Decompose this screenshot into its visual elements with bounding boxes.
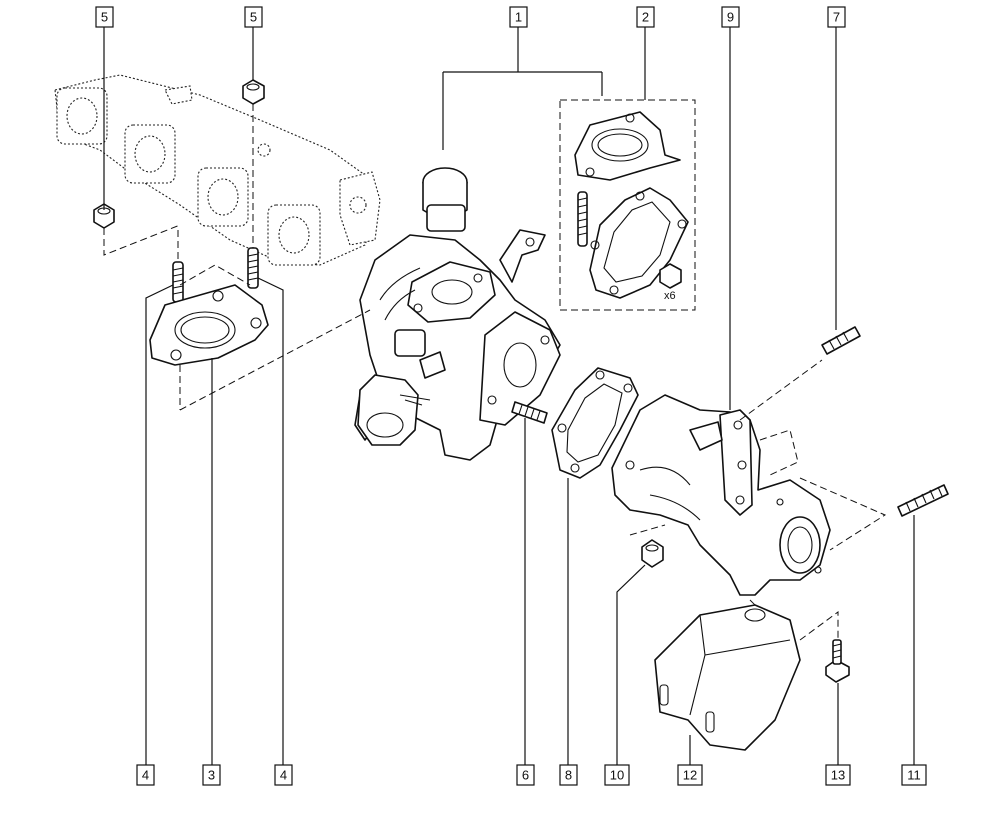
turbo-stud	[511, 401, 548, 424]
callout-8: 8	[559, 764, 578, 786]
callout-9: 9	[721, 6, 740, 28]
callout-label: 1	[515, 10, 522, 25]
heat-shield-bolt	[825, 639, 850, 683]
gasket-kit: x6	[559, 99, 696, 311]
callout-5-a: 5	[95, 6, 114, 28]
callout-1: 1	[509, 6, 528, 28]
callout-12: 12	[677, 764, 703, 786]
callout-label: 12	[683, 768, 697, 783]
exhaust-elbow	[611, 394, 831, 596]
exhaust-manifold	[54, 74, 381, 266]
callout-4-b: 4	[274, 764, 293, 786]
callout-label: 5	[250, 10, 257, 25]
nut-top	[242, 79, 265, 105]
callout-3: 3	[202, 764, 221, 786]
callout-label: 9	[727, 10, 734, 25]
callout-label: 5	[101, 10, 108, 25]
callout-label: 2	[642, 10, 649, 25]
callout-6: 6	[516, 764, 535, 786]
callout-label: 6	[522, 768, 529, 783]
heat-shield	[654, 604, 801, 751]
callout-label: 13	[831, 768, 845, 783]
callout-label: 10	[610, 768, 624, 783]
nut-left	[93, 203, 115, 229]
elbow-nut	[641, 539, 664, 568]
stud-right	[247, 247, 259, 289]
callout-11: 11	[901, 764, 927, 786]
callout-7: 7	[827, 6, 846, 28]
callout-label: 11	[907, 768, 921, 783]
callout-5-b: 5	[244, 6, 263, 28]
leader-lines	[103, 27, 915, 765]
turbocharger	[354, 167, 561, 461]
kit-quantity-label: x6	[664, 290, 676, 302]
callout-label: 3	[208, 768, 215, 783]
callout-13: 13	[825, 764, 851, 786]
callout-label: 7	[833, 10, 840, 25]
callout-label: 4	[280, 768, 287, 783]
downpipe-gasket	[551, 367, 639, 479]
stud-left	[172, 261, 184, 303]
callout-10: 10	[604, 764, 630, 786]
elbow-stud-lower	[897, 484, 949, 517]
callout-label: 8	[565, 768, 572, 783]
manifold-gasket	[149, 284, 269, 366]
callout-label: 4	[142, 768, 149, 783]
callout-4-a: 4	[136, 764, 155, 786]
callout-2: 2	[636, 6, 655, 28]
elbow-stud-upper	[821, 326, 861, 355]
